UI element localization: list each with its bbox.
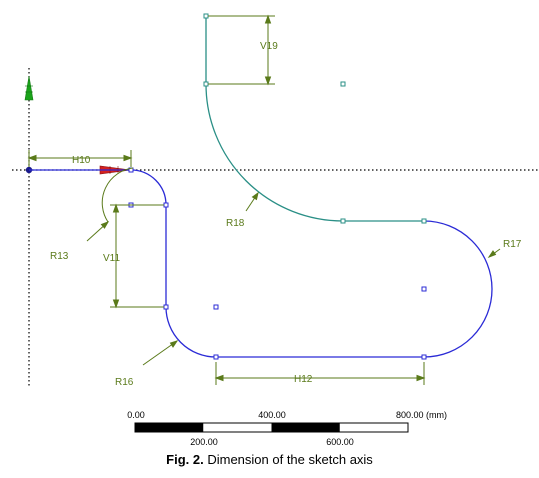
y-axis-arrow-icon [24,75,34,101]
scale-label-600: 600.00 [326,437,354,447]
scale-bar: 0.00 400.00 800.00 (mm) 200.00 600.00 [127,410,447,447]
figure-caption: Fig. 2. Dimension of the sketch axis [0,452,539,467]
vertex-point[interactable] [340,81,346,87]
dimension-label-v19[interactable]: V19 [260,41,278,52]
vertex-point[interactable] [163,202,169,208]
figure-number: Fig. 2. [166,452,204,467]
vertex-point[interactable] [203,81,209,87]
scale-label-800: 800.00 (mm) [396,410,447,420]
dimension-label-r18[interactable]: R18 [226,218,245,229]
scale-segment [271,423,340,432]
vertex-point[interactable] [163,304,169,310]
scale-label-200: 200.00 [190,437,218,447]
vertex-point[interactable] [213,304,219,310]
dimension-label-r17[interactable]: R17 [503,239,522,250]
scale-label-0: 0.00 [127,410,145,420]
dimension-label-r13[interactable]: R13 [50,251,69,262]
dimension-label-v11[interactable]: V11 [103,253,120,264]
vertex-point[interactable] [421,218,427,224]
dimension-annotations [27,14,501,385]
vertex-point[interactable] [213,354,219,360]
vertex-point[interactable] [203,13,209,19]
sketch-curve-teal[interactable] [205,16,424,222]
dimension-label-r16[interactable]: R16 [115,377,134,388]
sketch-vertices [128,13,427,360]
dimension-label-h10[interactable]: H10 [72,155,91,166]
vertex-point[interactable] [340,218,346,224]
scale-segment [135,423,204,432]
vertex-point[interactable] [421,354,427,360]
caption-text: Dimension of the sketch axis [203,452,373,467]
vertex-point[interactable] [421,286,427,292]
sketch-curve-blue[interactable] [29,169,493,358]
dimension-label-h12[interactable]: H12 [294,374,313,385]
scale-label-400: 400.00 [258,410,286,420]
